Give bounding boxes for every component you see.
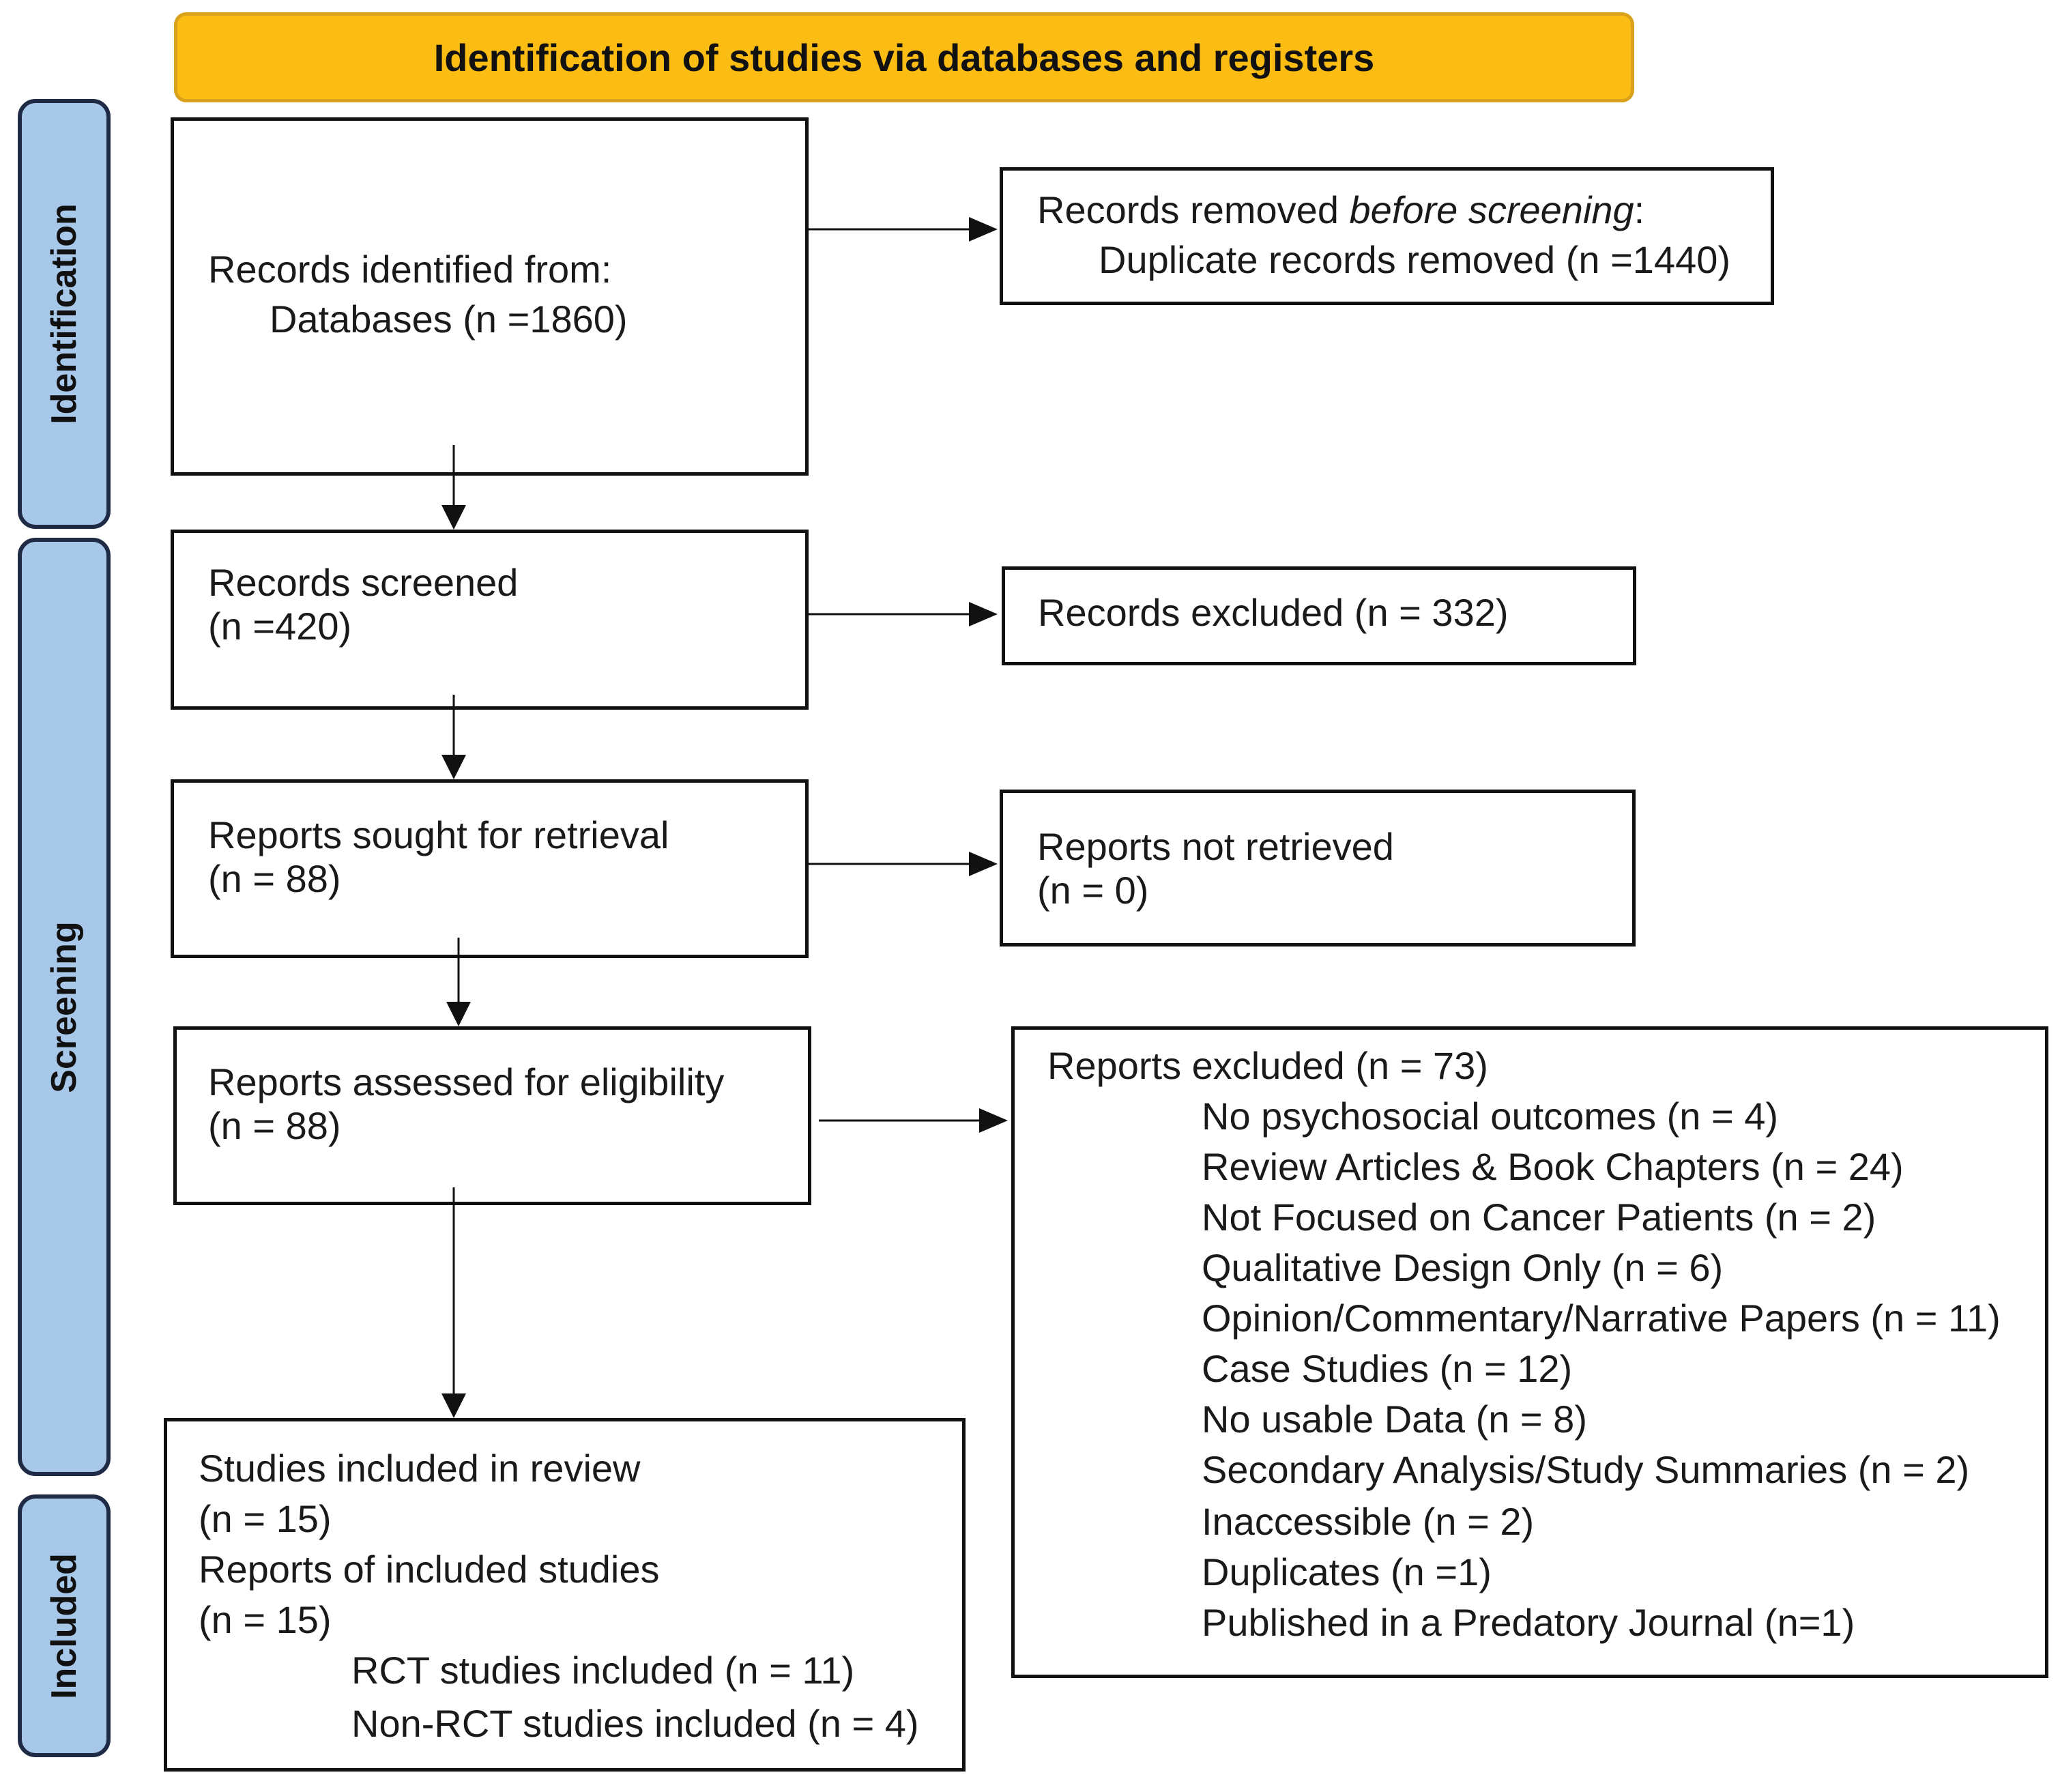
- reports-assessed-count: (n = 88): [208, 1104, 341, 1147]
- exclusion-reason: No usable Data (n = 8): [1202, 1398, 1587, 1441]
- records-identified-box: Records identified from: Databases (n =1…: [171, 117, 809, 476]
- exclusion-reason: Qualitative Design Only (n = 6): [1202, 1246, 1724, 1289]
- records-removed-italic: before screening: [1349, 188, 1634, 231]
- exclusion-reason: No psychosocial outcomes (n = 4): [1202, 1095, 1779, 1138]
- arrowhead: [441, 505, 466, 530]
- exclusion-reason: Review Articles & Book Chapters (n = 24): [1202, 1145, 1904, 1188]
- reports-sought-count: (n = 88): [208, 857, 341, 900]
- stage-screening: Screening: [18, 538, 111, 1476]
- records-excluded-box: Records excluded (n = 332): [1002, 566, 1636, 665]
- stage-included: Included: [18, 1494, 111, 1757]
- non-rct-studies-included: Non-RCT studies included (n = 4): [351, 1702, 919, 1745]
- records-removed-prefix: Records removed: [1037, 188, 1350, 231]
- exclusion-reason: Opinion/Commentary/Narrative Papers (n =…: [1202, 1297, 2001, 1340]
- arrowhead: [969, 602, 998, 626]
- exclusion-reason: Secondary Analysis/Study Summaries (n = …: [1202, 1448, 1970, 1491]
- records-screened-label: Records screened: [208, 561, 519, 604]
- records-screened-box: Records screened (n =420): [171, 530, 809, 710]
- records-identified-label: Records identified from:: [208, 248, 612, 291]
- stage-identification: Identification: [18, 99, 111, 529]
- header-banner: Identification of studies via databases …: [174, 12, 1634, 102]
- arrowhead: [979, 1108, 1008, 1133]
- reports-sought-box: Reports sought for retrieval (n = 88): [171, 779, 809, 958]
- exclusion-reason: Not Focused on Cancer Patients (n = 2): [1202, 1196, 1876, 1239]
- records-removed-suffix: :: [1634, 188, 1645, 231]
- arrowhead: [969, 217, 998, 242]
- arrowhead: [441, 1393, 466, 1418]
- rct-studies-included: RCT studies included (n = 11): [351, 1649, 855, 1692]
- exclusion-reason: Published in a Predatory Journal (n=1): [1202, 1601, 1855, 1644]
- exclusion-reason: Case Studies (n = 12): [1202, 1347, 1573, 1390]
- arrowhead: [446, 1002, 471, 1026]
- exclusion-reason: Duplicates (n =1): [1202, 1550, 1492, 1593]
- records-removed-label: Records removed before screening:: [1037, 188, 1644, 233]
- records-identified-databases: Databases (n =1860): [270, 298, 628, 341]
- reports-assessed-label: Reports assessed for eligibility: [208, 1060, 725, 1103]
- records-screened-count: (n =420): [208, 605, 352, 648]
- records-removed-box: Records removed before screening: Duplic…: [1000, 167, 1774, 305]
- reports-included-count: (n = 15): [199, 1598, 332, 1641]
- studies-included-label: Studies included in review: [199, 1447, 641, 1490]
- reports-excluded-title: Reports excluded (n = 73): [1047, 1044, 1488, 1087]
- arrowhead: [969, 852, 998, 876]
- studies-included-box: Studies included in review (n = 15) Repo…: [164, 1418, 966, 1772]
- header-title: Identification of studies via databases …: [433, 35, 1375, 79]
- reports-not-retrieved-box: Reports not retrieved (n = 0): [1000, 790, 1636, 946]
- duplicate-records-removed: Duplicate records removed (n =1440): [1099, 238, 1731, 281]
- exclusion-reason: Inaccessible (n = 2): [1202, 1500, 1535, 1543]
- records-excluded-label: Records excluded (n = 332): [1038, 591, 1509, 634]
- reports-excluded-box: Reports excluded (n = 73) No psychosocia…: [1011, 1026, 2048, 1678]
- studies-included-count: (n = 15): [199, 1497, 332, 1540]
- reports-assessed-box: Reports assessed for eligibility (n = 88…: [173, 1026, 811, 1205]
- reports-included-label: Reports of included studies: [199, 1548, 660, 1591]
- reports-not-retrieved-label: Reports not retrieved: [1037, 825, 1394, 868]
- reports-not-retrieved-count: (n = 0): [1037, 869, 1149, 912]
- reports-sought-label: Reports sought for retrieval: [208, 813, 669, 856]
- arrowhead: [441, 755, 466, 779]
